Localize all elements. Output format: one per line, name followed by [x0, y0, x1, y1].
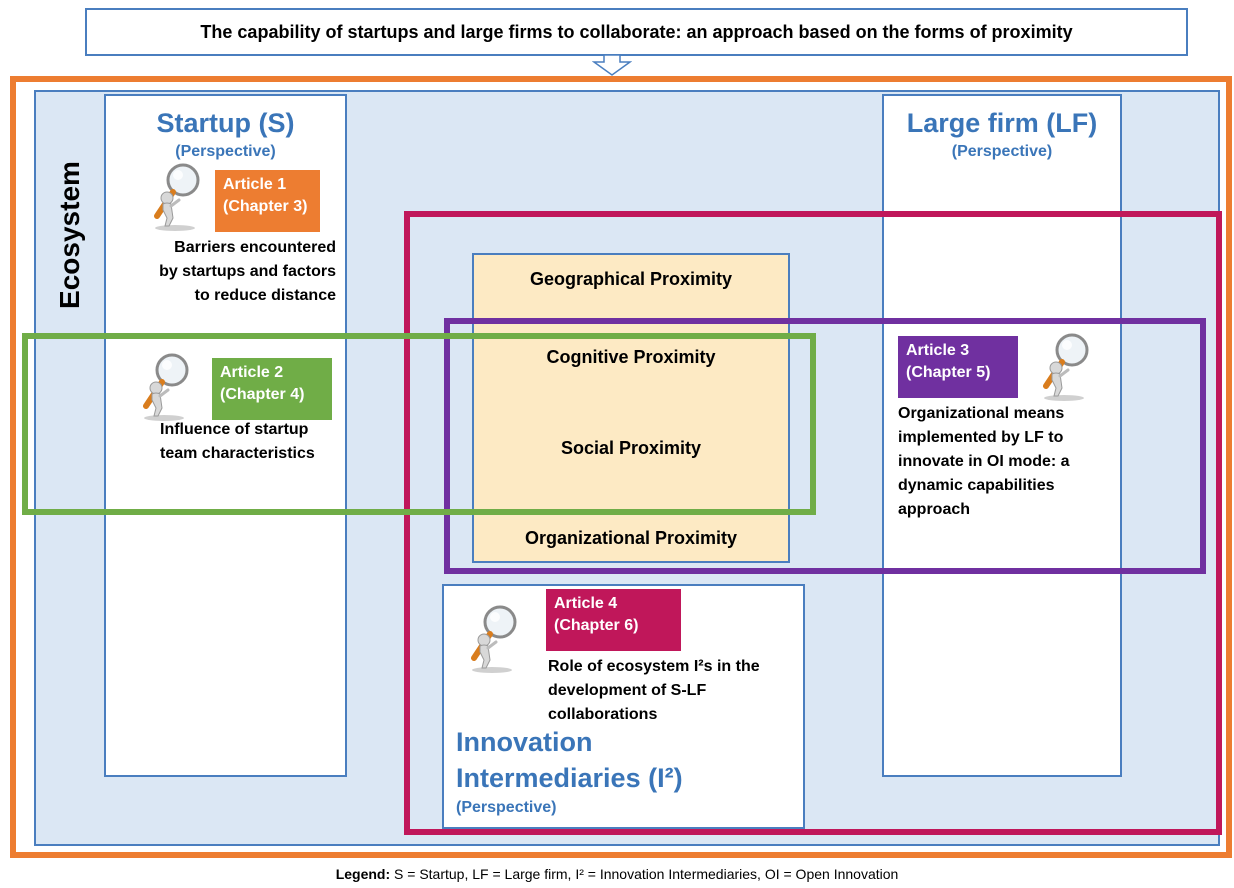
article4-badge: Article 4 (Chapter 6) [546, 589, 681, 651]
legend-label: Legend: [335, 866, 391, 882]
article2-desc-line: Influence of startup [160, 421, 309, 438]
article3-desc-line: dynamic capabilities [898, 477, 1055, 494]
cognitive-proximity: Cognitive Proximity [546, 347, 716, 367]
intermediaries-heading-line2: Intermediaries (I²) [456, 763, 683, 793]
article1-badge: Article 1 (Chapter 3) [215, 170, 320, 232]
magnifier-person-icon [134, 350, 192, 422]
article3-desc-line: approach [898, 501, 971, 518]
social-proximity: Social Proximity [560, 438, 702, 458]
article1-desc-line: Barriers encountered [174, 239, 336, 256]
magnifier-person-icon [1034, 330, 1092, 402]
article2-description: Influence of startup team characteristic… [160, 418, 340, 466]
intermediaries-heading: Innovation Intermediaries (I²) [456, 724, 683, 796]
article3-scope-frame [444, 318, 1206, 574]
startup-heading: Startup (S) [156, 108, 295, 138]
article4-chapter: (Chapter 6) [554, 617, 639, 634]
article3-label: Article 3 [906, 342, 970, 359]
article3-desc-line: implemented by LF to [898, 429, 1064, 446]
article4-desc-line: collaborations [548, 706, 658, 723]
article4-desc-line: development of S-LF [548, 682, 707, 699]
article1-description: Barriers encountered by startups and fac… [130, 236, 336, 308]
large-firm-heading: Large firm (LF) [906, 108, 1098, 138]
intermediaries-perspective-sub: (Perspective) [456, 799, 557, 816]
down-arrow-icon [592, 54, 632, 76]
legend: Legend: S = Startup, LF = Large firm, I²… [0, 866, 1234, 882]
legend-text: S = Startup, LF = Large firm, I² = Innov… [390, 866, 899, 882]
article2-label: Article 2 [220, 364, 284, 381]
article1-label: Article 1 [223, 176, 287, 193]
magnifier-person-icon [145, 160, 203, 232]
organizational-proximity: Organizational Proximity [524, 528, 738, 548]
startup-perspective-sub: (Perspective) [175, 143, 276, 160]
intermediaries-heading-line1: Innovation [456, 727, 593, 757]
article1-chapter: (Chapter 3) [223, 198, 308, 215]
article4-label: Article 4 [554, 595, 618, 612]
diagram-title: The capability of startups and large fir… [85, 8, 1188, 56]
article2-chapter: (Chapter 4) [220, 386, 305, 403]
article3-desc-line: innovate in OI mode: a [898, 453, 1070, 470]
large-firm-perspective-panel: Large firm (LF) (Perspective) [882, 94, 1122, 777]
article1-desc-line: to reduce distance [194, 287, 336, 304]
article2-badge: Article 2 (Chapter 4) [212, 358, 332, 420]
article4-scope-frame [404, 211, 1222, 835]
article2-scope-frame [22, 333, 816, 515]
ecosystem-label: Ecosystem [54, 161, 85, 309]
article4-description: Role of ecosystem I²s in the development… [548, 655, 798, 727]
article3-description: Organizational means implemented by LF t… [898, 402, 1113, 522]
article1-desc-line: by startups and factors [159, 263, 336, 280]
large-firm-perspective-sub: (Perspective) [951, 143, 1053, 160]
article3-desc-line: Organizational means [898, 405, 1065, 422]
geographical-proximity: Geographical Proximity [529, 269, 733, 289]
article2-desc-line: team characteristics [160, 445, 315, 462]
article3-badge: Article 3 (Chapter 5) [898, 336, 1018, 398]
article3-chapter: (Chapter 5) [906, 364, 991, 381]
article4-desc-line: Role of ecosystem I²s in the [548, 658, 760, 675]
magnifier-person-icon [462, 602, 520, 674]
